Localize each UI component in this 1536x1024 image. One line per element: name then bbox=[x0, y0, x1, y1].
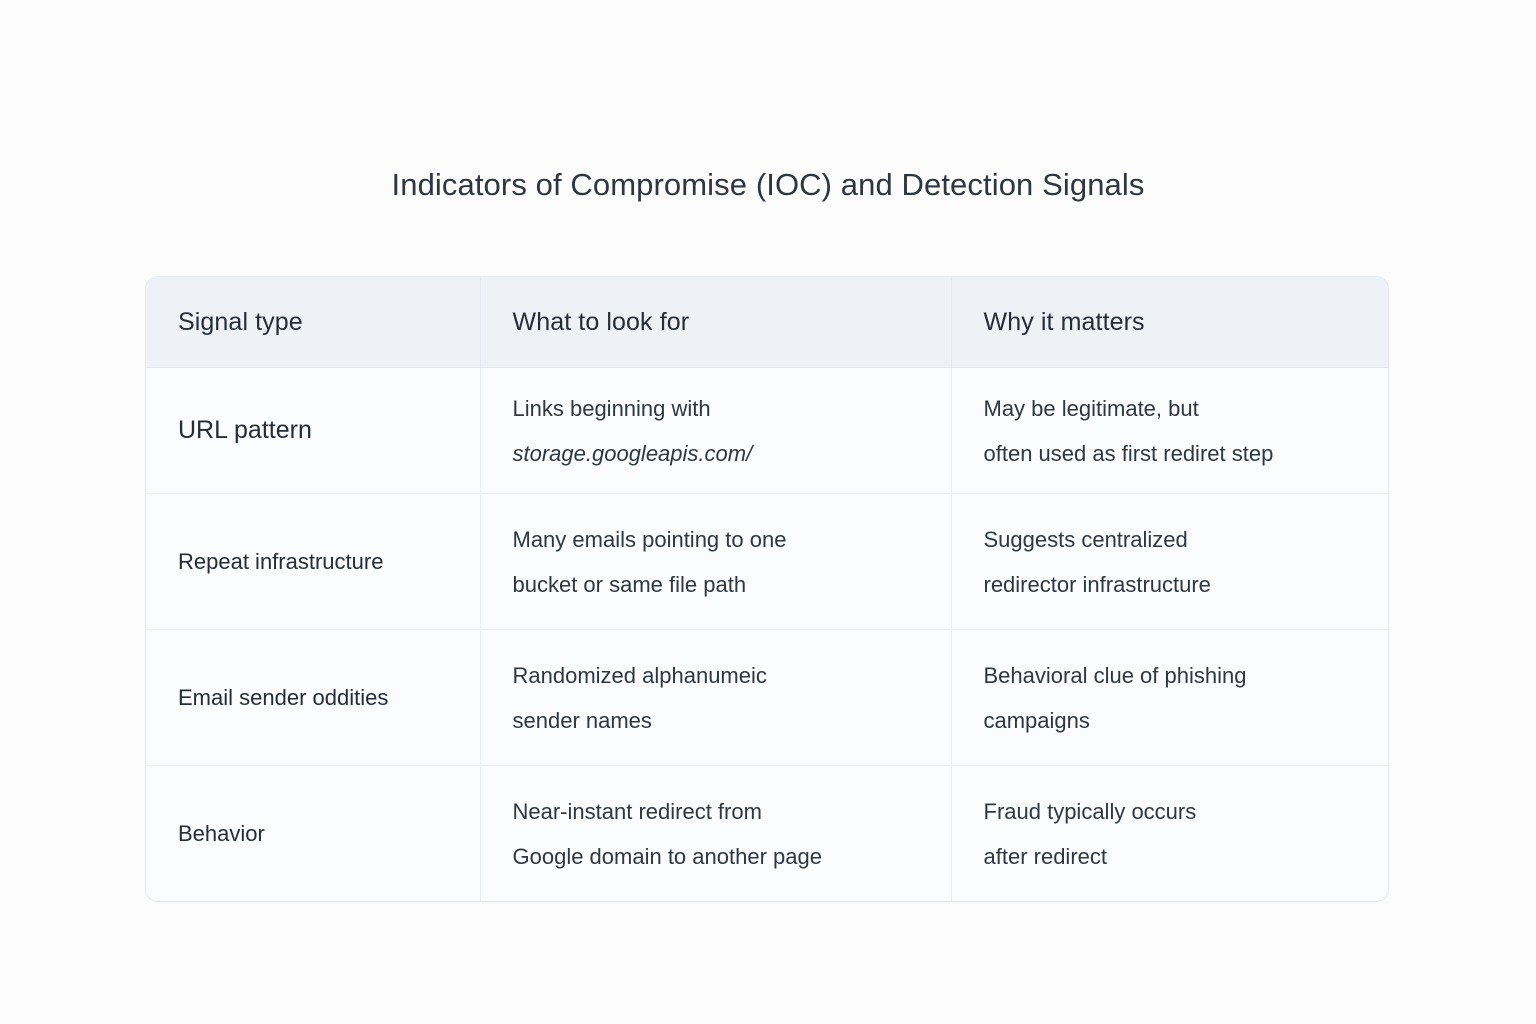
ioc-table-container: Signal type What to look for Why it matt… bbox=[146, 277, 1388, 901]
cell-what-to-look-for: Links beginning with storage.googleapis.… bbox=[480, 367, 952, 494]
cell-signal-type: Repeat infrastructure bbox=[146, 493, 481, 630]
table-row: Repeat infrastructure Many emails pointi… bbox=[146, 493, 1388, 630]
cell-line-1: Suggests centralized bbox=[983, 526, 1188, 552]
cell-why-it-matters: May be legitimate, but often used as fir… bbox=[951, 367, 1388, 494]
cell-line-1: Near-instant redirect from bbox=[512, 798, 762, 824]
cell-line-1: May be legitimate, but bbox=[983, 395, 1199, 421]
cell-what-to-look-for: Near-instant redirect from Google domain… bbox=[480, 765, 952, 901]
cell-what-to-look-for: Randomized alphanumeic sender names bbox=[480, 629, 952, 766]
cell-why-it-matters: Behavioral clue of phishing campaigns bbox=[951, 629, 1388, 766]
cell-line-2: redirector infrastructure bbox=[983, 571, 1211, 597]
column-header-signal-type: Signal type bbox=[146, 277, 481, 368]
cell-signal-type: Email sender oddities bbox=[146, 629, 481, 766]
ioc-table: Signal type What to look for Why it matt… bbox=[146, 277, 1388, 901]
cell-line-1: Fraud typically occurs bbox=[983, 798, 1197, 824]
cell-line-1: Behavioral clue of phishing bbox=[983, 662, 1247, 688]
cell-signal-type: URL pattern bbox=[146, 367, 481, 494]
table-header: Signal type What to look for Why it matt… bbox=[146, 277, 1388, 368]
table-body: URL pattern Links beginning with storage… bbox=[146, 367, 1388, 902]
cell-what-to-look-for: Many emails pointing to one bucket or sa… bbox=[480, 493, 952, 630]
cell-line-2: campaigns bbox=[983, 707, 1090, 733]
cell-line-2: bucket or same file path bbox=[512, 571, 747, 597]
cell-why-it-matters: Fraud typically occurs after redirect bbox=[951, 766, 1388, 902]
cell-line-1: Randomized alphanumeic bbox=[512, 662, 767, 688]
column-header-what-to-look-for: What to look for bbox=[480, 277, 952, 368]
cell-line-2: after redirect bbox=[983, 843, 1108, 869]
cell-line-2: often used as first rediret step bbox=[983, 440, 1274, 466]
column-header-why-it-matters: Why it matters bbox=[951, 277, 1388, 368]
table-row: URL pattern Links beginning with storage… bbox=[146, 367, 1388, 494]
cell-why-it-matters: Suggests centralized redirector infrastr… bbox=[951, 493, 1388, 630]
cell-line-1: Many emails pointing to one bbox=[512, 526, 787, 552]
cell-line-2: sender names bbox=[512, 707, 652, 733]
cell-line-2: storage.googleapis.com/ bbox=[512, 440, 753, 466]
cell-line-1: Links beginning with bbox=[512, 395, 711, 421]
table-row: Email sender oddities Randomized alphanu… bbox=[146, 629, 1388, 766]
page-title: Indicators of Compromise (IOC) and Detec… bbox=[391, 167, 1145, 202]
cell-line-2: Google domain to another page bbox=[512, 843, 822, 869]
table-header-row: Signal type What to look for Why it matt… bbox=[146, 277, 1388, 368]
cell-signal-type: Behavior bbox=[146, 765, 481, 901]
table-row: Behavior Near-instant redirect from Goog… bbox=[146, 765, 1388, 902]
